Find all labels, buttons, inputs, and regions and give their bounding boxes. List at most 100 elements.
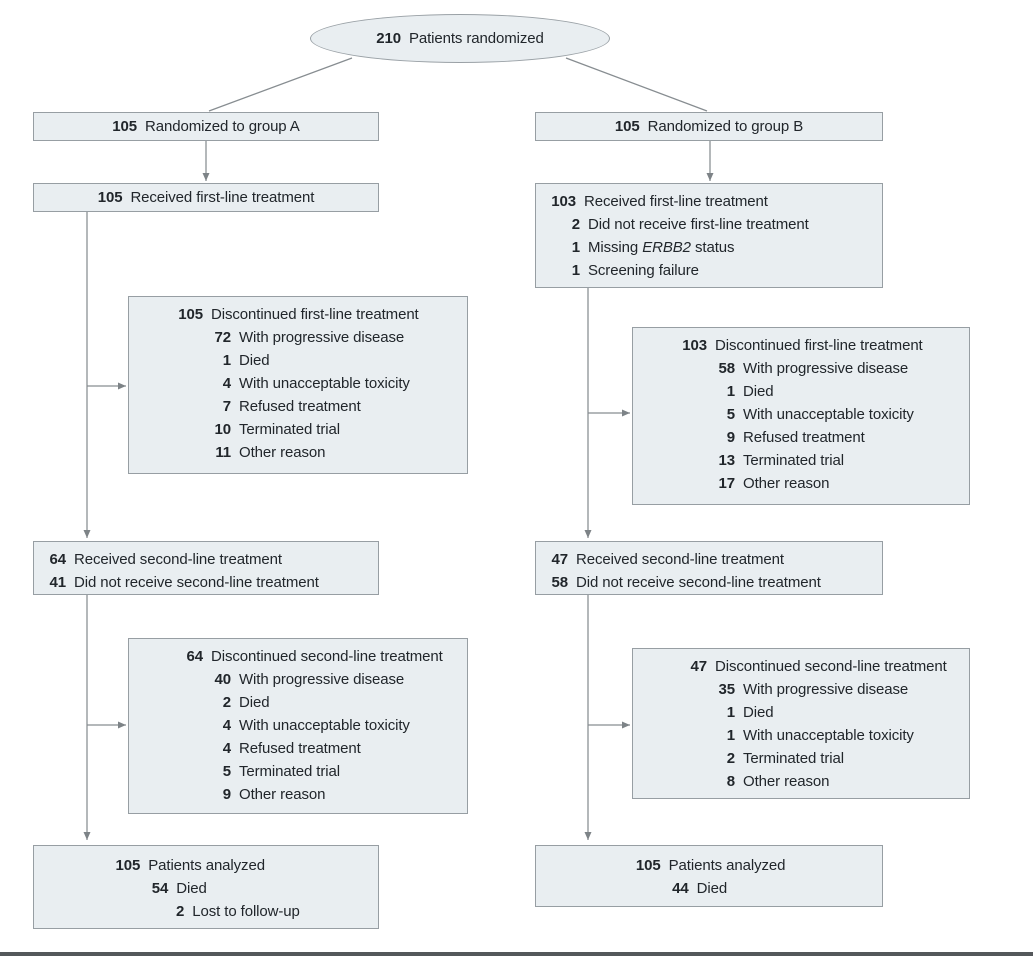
row-label: Other reason [239,786,326,803]
figure-bottom-rule [0,952,1033,956]
row-count: 103 [551,193,576,210]
connector-root-to-group-a [208,57,353,112]
row-count: 1 [571,262,580,279]
flow-row: 11 Other reason [139,441,457,464]
node-b-randomized: 105 Randomized to group B [535,112,883,141]
flow-row: 35 With progressive disease [643,678,959,701]
row-label: Received first-line treatment [584,193,768,210]
row-label: With unacceptable toxicity [239,375,410,392]
row-count: 13 [718,452,736,469]
row-count: 105 [115,857,141,874]
row-count: 105 [97,189,123,206]
row-label: Received second-line treatment [576,551,784,568]
row-count: 10 [214,421,232,438]
row-count: 7 [222,398,231,415]
row-label: Terminated trial [743,452,844,469]
flow-row: 2 Died [139,691,457,714]
row-label: Discontinued second-line treatment [211,648,443,665]
row-label: Randomized to group A [145,118,300,135]
row-count: 5 [726,406,735,423]
row-count: 1 [571,239,580,256]
row-count: 2 [222,694,231,711]
row-label: Did not receive first-line treatment [588,216,809,233]
row-label: With unacceptable toxicity [239,717,410,734]
row-label: Discontinued first-line treatment [211,306,419,323]
row-count: 11 [215,444,231,461]
row-label: Lost to follow-up [192,903,300,920]
row-count: 105 [614,118,640,135]
row-count: 40 [214,671,232,688]
row-label: Terminated trial [743,750,844,767]
flow-row: 4 With unacceptable toxicity [139,714,457,737]
row-label: Died [239,352,270,369]
row-count: 17 [718,475,736,492]
row-label: Other reason [743,773,830,790]
row-label: Died [239,694,270,711]
row-count: 47 [551,551,569,568]
row-count: 105 [112,118,138,135]
row-label: Died [743,383,774,400]
row-label: Discontinued second-line treatment [715,658,947,675]
node-a-received-first-line: 105 Received first-line treatment [33,183,379,212]
row-count: 54 [151,880,169,897]
node-b-discontinued-second-line: 47 Discontinued second-line treatment 35 Wi… [632,648,970,799]
row-label: Received second-line treatment [74,551,282,568]
row-count: 2 [726,750,735,767]
flow-row: 72 With progressive disease [139,326,457,349]
row-label: Died [696,880,728,897]
row-label: Terminated trial [239,421,340,438]
flow-row: 13 Terminated trial [643,449,959,472]
node-a-second-line: 64 Received second-line treatment 41 Did no… [33,541,379,595]
row-count: 47 [690,658,708,675]
row-label: With progressive disease [743,681,909,698]
row-count: 58 [551,574,569,591]
row-count: 2 [571,216,580,233]
row-label: Did not receive second-line treatment [74,574,319,591]
flow-row: 10 Terminated trial [139,418,457,441]
flow-row: 17 Other reason [643,472,959,495]
row-label: With progressive disease [239,329,405,346]
row-label: Died [176,880,207,897]
flow-row: 103 Received first-line treatment [546,190,872,213]
row-count: 72 [214,329,232,346]
flow-row: 41 Did not receive second-line treatment [44,571,368,594]
flow-row: 47 Discontinued second-line treatment [643,655,959,678]
row-label: Other reason [239,444,326,461]
row-count: 58 [718,360,736,377]
row-count: 35 [718,681,736,698]
node-patients-randomized: 210 Patients randomized [310,14,610,63]
row-count: 9 [726,429,735,446]
row-count: 103 [682,337,707,354]
row-label: Screening failure [588,262,699,279]
row-count: 4 [222,740,231,757]
row-count: 64 [49,551,67,568]
row-label: Other reason [743,475,830,492]
row-count: 41 [49,574,67,591]
row-label: With unacceptable toxicity [743,406,914,423]
row-label: Patients analyzed [668,857,786,874]
row-count: 210 [376,30,401,47]
row-label: Refused treatment [743,429,865,446]
flow-row: 2 Did not receive first-line treatment [546,213,872,236]
row-count: 4 [222,717,231,734]
row-count: 1 [222,352,231,369]
flow-row: 5 With unacceptable toxicity [643,403,959,426]
